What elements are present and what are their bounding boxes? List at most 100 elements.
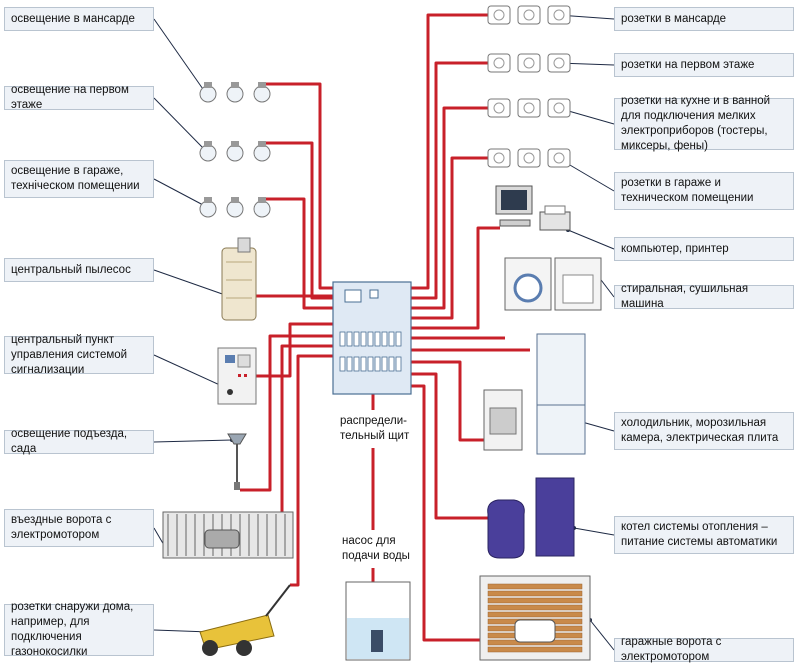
label-first-floor-sockets: розетки на первом этаже xyxy=(614,53,794,77)
socket-icon xyxy=(487,98,511,118)
label-computer-printer: компьютер, принтер xyxy=(614,237,794,261)
garage-slat xyxy=(487,611,583,618)
socket-ring xyxy=(553,9,565,21)
gate-icon xyxy=(162,511,294,559)
garden-lamp-icon xyxy=(227,433,247,490)
computer-printer-icon xyxy=(495,185,571,231)
lightbulb-base xyxy=(231,82,239,88)
label-kitchen-sockets: розетки на кухне и в ванной для подключе… xyxy=(614,95,794,152)
wire xyxy=(290,354,333,587)
boiler-icon xyxy=(487,477,575,559)
wire xyxy=(411,226,500,330)
breaker xyxy=(346,356,353,372)
lightbulb-base xyxy=(258,197,266,203)
label-porch-lighting: освещение подъезда, сада xyxy=(4,428,154,455)
socket-icon xyxy=(517,53,541,73)
leader-line xyxy=(153,18,206,93)
lightbulb-base xyxy=(231,197,239,203)
lightbulb-icon xyxy=(199,144,217,162)
label-heating-boiler: котел системы отопления – питание систем… xyxy=(614,516,794,554)
lightbulb-icon xyxy=(253,200,271,218)
socket-icon xyxy=(517,148,541,168)
wire xyxy=(411,372,488,520)
garage-slat xyxy=(487,583,583,590)
distribution-panel xyxy=(332,281,412,395)
wire xyxy=(240,334,333,492)
wire xyxy=(411,13,488,290)
socket-icon xyxy=(487,148,511,168)
gate-bars xyxy=(167,514,286,556)
socket-icon xyxy=(487,53,511,73)
breaker xyxy=(395,331,402,347)
lightbulb-icon xyxy=(253,85,271,103)
wires xyxy=(240,13,530,642)
wire xyxy=(411,106,488,310)
socket-group xyxy=(487,5,571,168)
label-garage-lighting: освещение в гараже, технi­ческом помещен… xyxy=(4,160,154,198)
washer-dryer-icon xyxy=(504,257,602,311)
socket-icon xyxy=(487,5,511,25)
wire xyxy=(411,384,480,642)
lightbulb-icon xyxy=(226,144,244,162)
breaker xyxy=(360,331,367,347)
socket-icon xyxy=(547,5,571,25)
label-washer-dryer: стиральная, сушильная машина xyxy=(614,283,794,310)
breaker xyxy=(353,331,360,347)
garage-slat xyxy=(487,646,583,653)
lightbulb-group xyxy=(199,82,271,218)
lightbulb-base xyxy=(204,82,212,88)
lightbulb-icon xyxy=(199,85,217,103)
breaker xyxy=(367,356,374,372)
leader-line xyxy=(567,229,615,250)
leader-line xyxy=(153,439,233,443)
breaker xyxy=(367,331,374,347)
garage-door-icon xyxy=(479,575,591,661)
socket-icon xyxy=(547,148,571,168)
socket-icon xyxy=(517,98,541,118)
socket-icon xyxy=(547,53,571,73)
leader-line xyxy=(153,178,206,207)
lightbulb-base xyxy=(258,141,266,147)
socket-ring xyxy=(523,9,535,21)
wire xyxy=(262,82,333,290)
stove-fridge-icon xyxy=(483,333,586,455)
garage-slat xyxy=(487,604,583,611)
socket-ring xyxy=(493,152,505,164)
lightbulb-icon xyxy=(226,200,244,218)
breaker-row xyxy=(339,331,402,347)
lightbulb-icon xyxy=(226,85,244,103)
lightbulb-base xyxy=(204,141,212,147)
socket-ring xyxy=(493,9,505,21)
socket-ring xyxy=(493,102,505,114)
label-attic-sockets: розетки в мансарде xyxy=(614,7,794,31)
socket-ring xyxy=(553,102,565,114)
breaker-row xyxy=(339,356,402,372)
socket-ring xyxy=(523,152,535,164)
label-central-vacuum: центральный пылесос xyxy=(4,258,154,282)
breaker xyxy=(381,356,388,372)
lightbulb-icon xyxy=(253,144,271,162)
wire xyxy=(411,61,488,300)
breaker xyxy=(388,331,395,347)
garage-slat xyxy=(487,590,583,597)
socket-ring xyxy=(523,102,535,114)
lightbulb-icon xyxy=(199,200,217,218)
socket-ring xyxy=(493,57,505,69)
label-alarm-control: центральный пункт управле­ния системой с… xyxy=(4,334,154,376)
wire xyxy=(262,141,333,300)
lightbulb-base xyxy=(204,197,212,203)
leader-line xyxy=(589,619,615,651)
leader-line xyxy=(153,97,206,151)
label-first-floor-lighting: освещение на первом этаже xyxy=(4,84,154,111)
breaker xyxy=(381,331,388,347)
breaker xyxy=(360,356,367,372)
breaker xyxy=(388,356,395,372)
breaker xyxy=(374,356,381,372)
socket-icon xyxy=(547,98,571,118)
lightbulb-base xyxy=(258,82,266,88)
breaker xyxy=(346,331,353,347)
garage-slat xyxy=(487,597,583,604)
alarm-control-icon xyxy=(217,347,257,405)
breaker xyxy=(395,356,402,372)
